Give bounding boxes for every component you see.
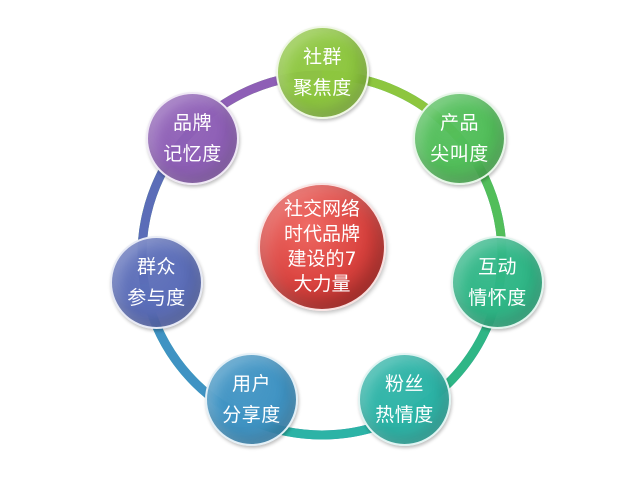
node-interaction-sentiment: 互动 情怀度 xyxy=(451,236,544,329)
node-crowd-participation: 群众 参与度 xyxy=(110,236,203,329)
node-label-line-2: 情怀度 xyxy=(468,286,527,309)
node-label-line-2: 参与度 xyxy=(127,286,186,309)
node-user-sharing: 用户 分享度 xyxy=(205,353,298,446)
center-line-4: 大力量 xyxy=(293,273,351,295)
node-brand-memory: 品牌 记忆度 xyxy=(146,92,239,185)
node-product-scream: 产品 尖叫度 xyxy=(413,92,506,185)
node-fans-passion: 粉丝 热情度 xyxy=(358,353,451,446)
node-label-line-2: 尖叫度 xyxy=(430,142,489,165)
center-line-1: 社交网络 xyxy=(283,198,360,220)
node-label-line-2: 分享度 xyxy=(222,403,281,426)
center-circle: 社交网络 时代品牌 建设的7 大力量 xyxy=(258,183,386,311)
node-label-line-1: 产品 xyxy=(439,111,479,134)
node-label-line-1: 粉丝 xyxy=(384,372,424,395)
center-line-3: 建设的7 xyxy=(287,248,357,270)
node-label-line-2: 记忆度 xyxy=(163,142,222,165)
node-label-line-1: 互动 xyxy=(477,255,517,278)
center-line-2: 时代品牌 xyxy=(283,223,360,245)
node-label-line-1: 群众 xyxy=(136,255,176,278)
node-label-line-2: 热情度 xyxy=(375,403,434,426)
node-social-focus: 社群 聚焦度 xyxy=(276,26,369,119)
node-label-line-1: 社群 xyxy=(302,45,342,68)
node-label-line-1: 品牌 xyxy=(172,111,212,134)
node-label-line-1: 用户 xyxy=(231,372,271,395)
node-label-line-2: 聚焦度 xyxy=(293,76,352,99)
